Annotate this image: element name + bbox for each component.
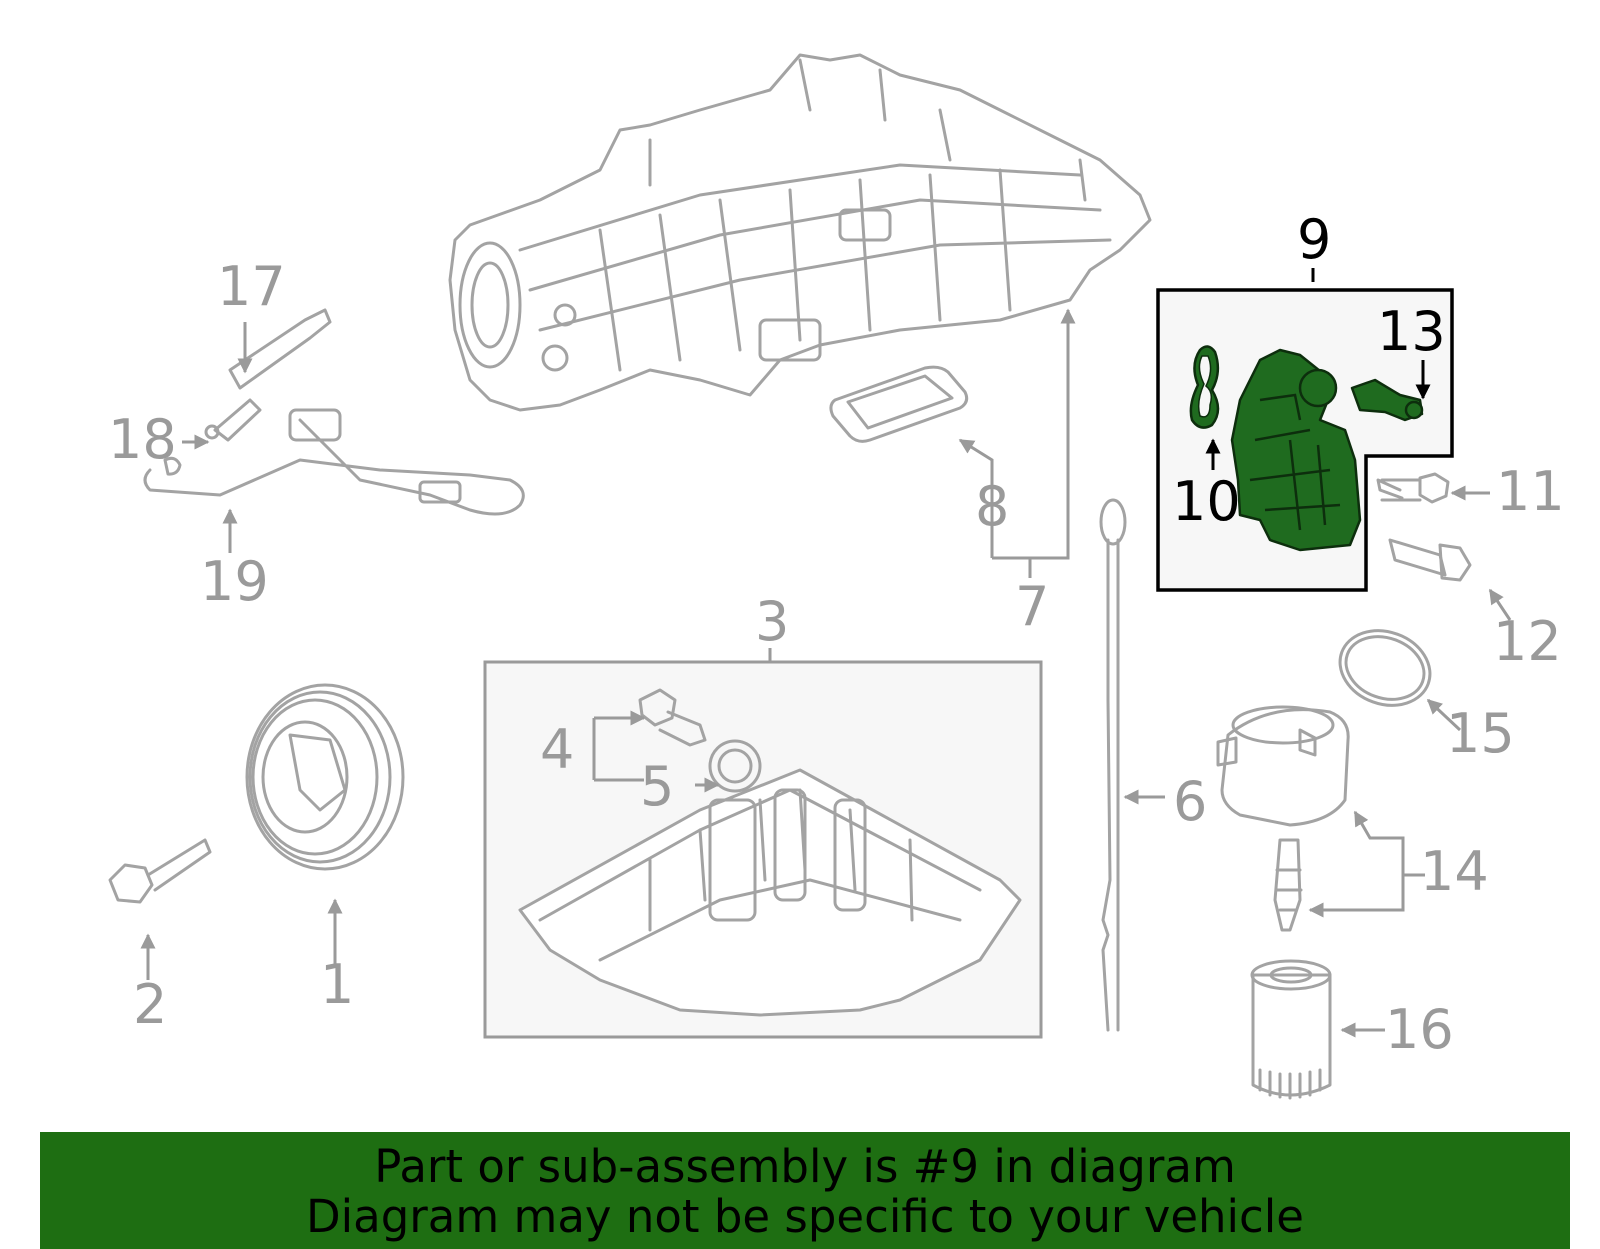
oil-filter <box>1250 959 1332 1100</box>
callout-11[interactable]: 11 <box>1496 460 1565 523</box>
callout-1[interactable]: 1 <box>320 953 354 1016</box>
banner-line-1: Part or sub-assembly is #9 in diagram <box>374 1140 1236 1193</box>
dipstick <box>1099 498 1127 1032</box>
callout-14[interactable]: 14 <box>1420 840 1489 903</box>
adapter-bolt-long <box>1388 538 1472 582</box>
crankshaft-pulley <box>245 683 405 871</box>
adapter-bolt-short <box>1376 472 1450 504</box>
oil-pressure-sensor[interactable] <box>1350 378 1424 422</box>
banner-line-2: Diagram may not be specific to your vehi… <box>306 1190 1304 1243</box>
callout-7[interactable]: 7 <box>1015 575 1049 638</box>
callout-2[interactable]: 2 <box>133 973 167 1036</box>
cooler-stud <box>1273 838 1303 932</box>
adapter-gasket[interactable] <box>1189 345 1220 429</box>
callout-17[interactable]: 17 <box>217 255 286 318</box>
callout-6[interactable]: 6 <box>1173 770 1207 833</box>
oil-cooler <box>1216 705 1350 827</box>
drain-plug-gasket <box>708 739 762 793</box>
callout-labels: 1 2 3 4 5 6 7 8 9 10 11 12 13 14 15 16 1… <box>108 208 1565 1061</box>
cooler-seal <box>1338 629 1432 707</box>
callout-8[interactable]: 8 <box>975 475 1009 538</box>
callout-5[interactable]: 5 <box>640 755 674 818</box>
info-banner: Part or sub-assembly is #9 in diagram Di… <box>40 1132 1570 1249</box>
callout-13[interactable]: 13 <box>1377 300 1446 363</box>
callout-3[interactable]: 3 <box>755 590 789 653</box>
oil-pan <box>518 768 1022 1017</box>
oil-filter-adapter[interactable] <box>1230 348 1362 552</box>
leader-lines <box>140 268 1512 1038</box>
wiring-harness <box>143 308 525 516</box>
callout-16[interactable]: 16 <box>1385 998 1454 1061</box>
manifold-gasket <box>829 365 969 443</box>
callout-12[interactable]: 12 <box>1493 610 1562 673</box>
pulley-bolt <box>108 838 212 904</box>
callout-10[interactable]: 10 <box>1172 470 1241 533</box>
callout-19[interactable]: 19 <box>200 550 269 613</box>
callout-4[interactable]: 4 <box>540 718 574 781</box>
callout-18[interactable]: 18 <box>108 408 177 471</box>
intake-manifold <box>448 53 1152 412</box>
callout-9[interactable]: 9 <box>1297 208 1331 271</box>
callout-15[interactable]: 15 <box>1446 702 1515 765</box>
